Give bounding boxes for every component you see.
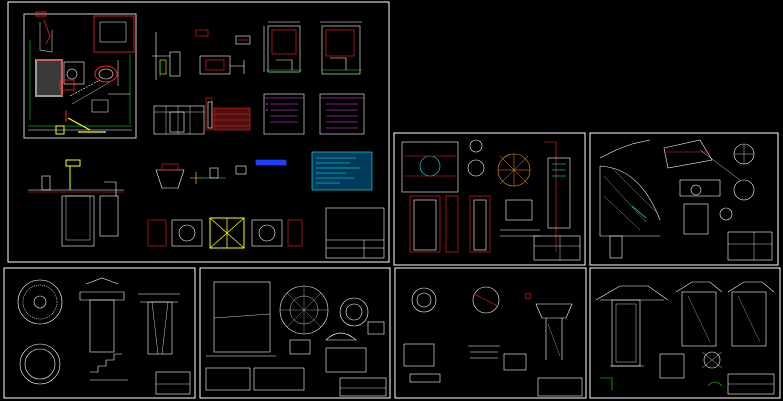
sheet-7[interactable] xyxy=(589,267,781,399)
sheet-2[interactable] xyxy=(393,132,586,266)
sheet-3[interactable] xyxy=(589,132,779,266)
detail-sections-top xyxy=(152,21,362,80)
sheet-6-frame xyxy=(394,267,587,399)
sheet-7-frame xyxy=(589,267,781,399)
sheet-5-frame xyxy=(199,267,391,399)
sheet-3-frame xyxy=(589,132,779,266)
sheet-6[interactable] xyxy=(394,267,587,399)
sheet-4[interactable] xyxy=(3,267,196,399)
site-plan xyxy=(23,11,137,139)
sheet-1-frame xyxy=(7,1,390,263)
sheet-1[interactable] xyxy=(7,1,390,263)
sheet-1-bottom-details xyxy=(28,151,385,259)
sheet-4-frame xyxy=(3,267,196,399)
sheet-5[interactable] xyxy=(199,267,391,399)
sheet-2-frame xyxy=(393,132,586,266)
elevation-and-schedules xyxy=(153,93,365,135)
